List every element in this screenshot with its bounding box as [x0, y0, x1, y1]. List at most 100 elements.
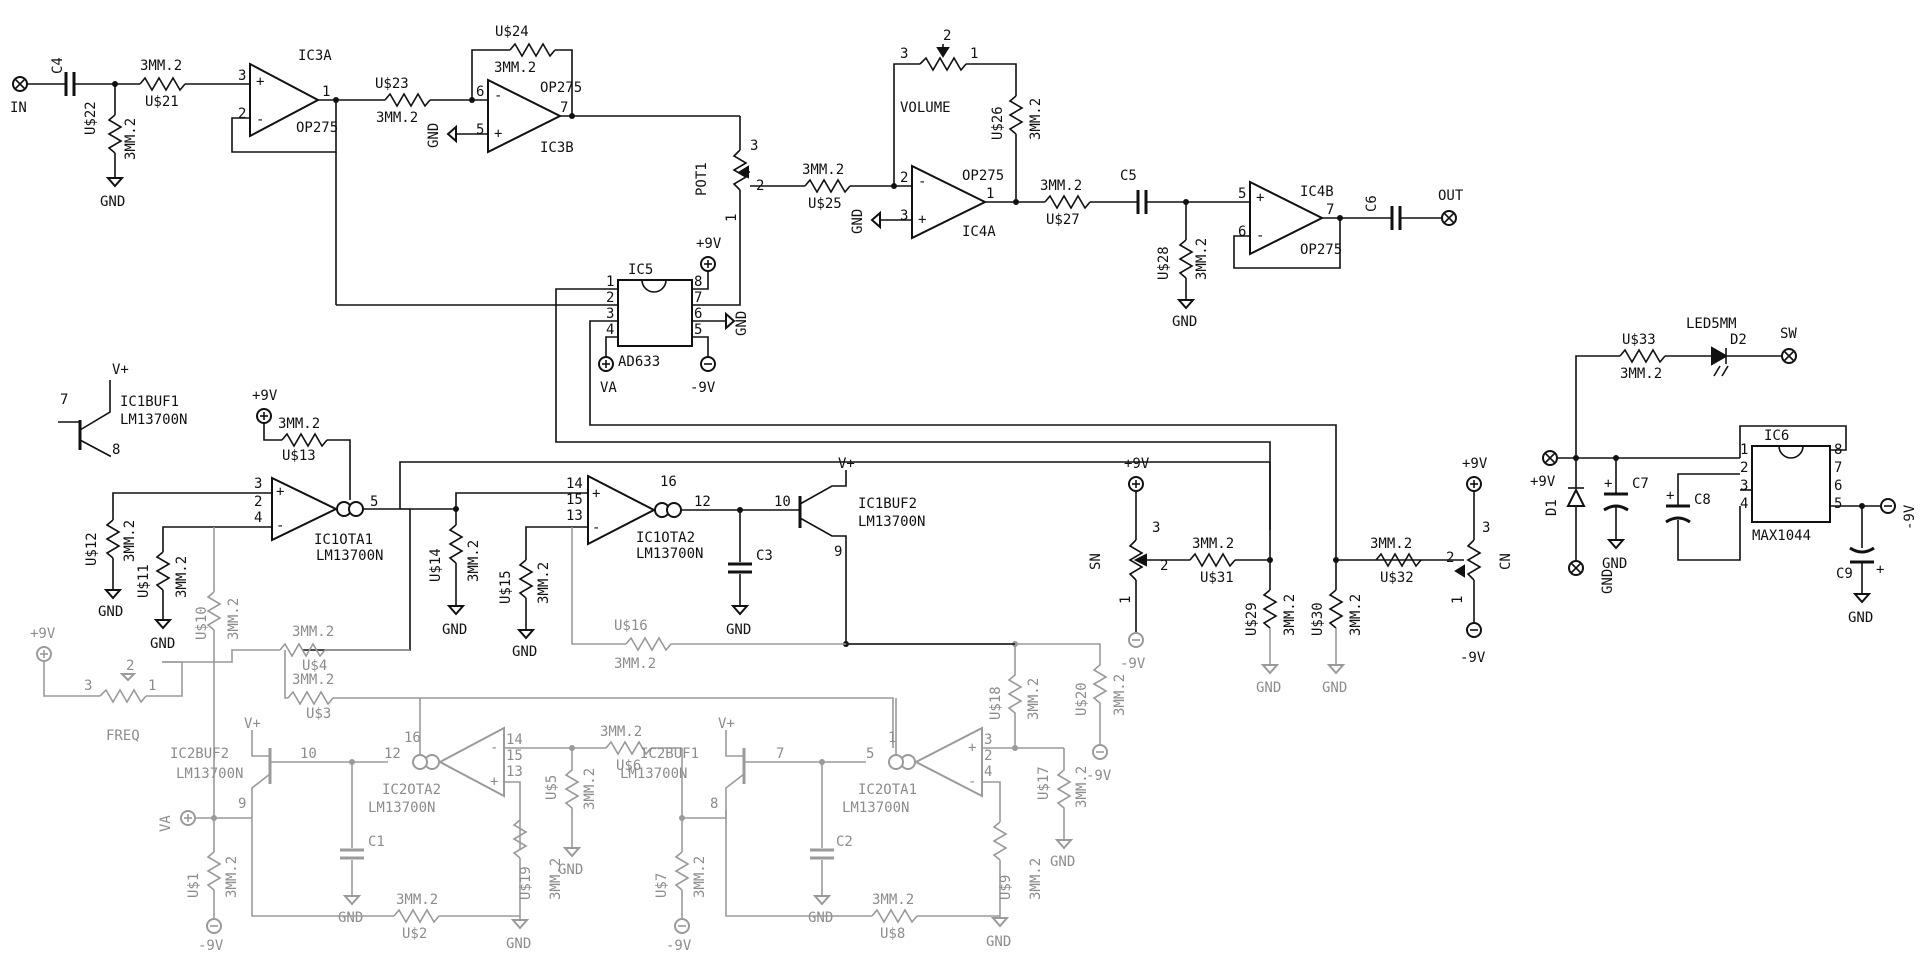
- svg-text:7: 7: [776, 746, 784, 762]
- gnd-symbol: [105, 177, 125, 188]
- svg-text:-9V: -9V: [1086, 768, 1112, 784]
- svg-text:+: +: [1876, 562, 1884, 578]
- ic2ota2-type: LM13700N: [368, 800, 435, 816]
- svg-text:4: 4: [606, 322, 614, 338]
- u31-value: 3MM.2: [1192, 536, 1234, 552]
- ic1buf1-type: LM13700N: [120, 412, 187, 428]
- pot-freq[interactable]: [99, 673, 147, 704]
- svg-text:4: 4: [1740, 496, 1748, 512]
- resistor-u30: [1328, 589, 1344, 629]
- svg-text:13: 13: [566, 508, 583, 524]
- svg-text:GND: GND: [150, 636, 175, 652]
- svg-text:+: +: [256, 74, 264, 90]
- svg-text:-: -: [592, 520, 600, 536]
- svg-text:1: 1: [148, 678, 156, 694]
- svg-text:-: -: [968, 774, 976, 790]
- cn-label: CN: [1498, 553, 1514, 570]
- resistor-u25: [804, 178, 851, 194]
- pot-cn[interactable]: [1454, 491, 1482, 622]
- svg-text:16: 16: [660, 474, 677, 490]
- svg-text:GND: GND: [986, 934, 1011, 950]
- svg-text:7: 7: [560, 100, 568, 116]
- svg-text:5: 5: [866, 746, 874, 762]
- resistor-u27: [1044, 194, 1091, 210]
- svg-text:-: -: [494, 88, 502, 104]
- svg-text:GND: GND: [1050, 854, 1075, 870]
- resistor-u10: [206, 591, 222, 631]
- u13-label: U$13: [282, 448, 316, 464]
- c9-label: C9: [1836, 566, 1853, 582]
- d1-label: D1: [1544, 499, 1560, 516]
- ic1ota1-label: IC1OTA1: [314, 532, 373, 548]
- svg-text:5: 5: [370, 494, 378, 510]
- sn-label: SN: [1088, 553, 1104, 570]
- capacitor-c8: [1665, 504, 1691, 524]
- resistor-u20: [1092, 664, 1108, 704]
- svg-text:GND: GND: [850, 209, 866, 234]
- c2-label: C2: [836, 834, 853, 850]
- u22-label: U$22: [83, 101, 99, 135]
- ic5-label: IC5: [628, 262, 653, 278]
- resistor-u23: [384, 92, 431, 108]
- svg-text:-: -: [256, 112, 264, 128]
- svg-text:3: 3: [1482, 520, 1490, 536]
- ic2ota1-label: IC2OTA1: [858, 782, 917, 798]
- c8-label: C8: [1694, 492, 1711, 508]
- transistor-ic2buf1: V+ 7 8 IC2BUF1 LM13700N: [620, 716, 784, 812]
- ic4a-label: IC4A: [962, 224, 996, 240]
- resistor-u5: [564, 748, 580, 848]
- svg-text:VA: VA: [158, 815, 174, 832]
- resistor-u32: [1375, 552, 1422, 568]
- u29-label: U$29: [1244, 602, 1260, 636]
- ic1buf1-label: IC1BUF1: [120, 394, 179, 410]
- svg-text:6: 6: [694, 306, 702, 322]
- u19-value: 3MM.2: [548, 858, 564, 900]
- ic1buf2-type: LM13700N: [858, 514, 925, 530]
- in-connector[interactable]: [12, 76, 28, 92]
- c7-label: C7: [1632, 476, 1649, 492]
- pot-pot1[interactable]: [732, 116, 750, 300]
- sw-connector[interactable]: [1781, 348, 1797, 364]
- pot-volume[interactable]: [919, 44, 967, 72]
- svg-text:-9V: -9V: [666, 938, 692, 954]
- led-type: LED5MM: [1686, 316, 1737, 332]
- ic4a-type: OP275: [962, 168, 1004, 184]
- svg-text:+: +: [968, 740, 976, 756]
- u10-label: U$10: [194, 606, 210, 640]
- resistor-u4: [279, 642, 326, 658]
- out-connector[interactable]: [1441, 210, 1457, 226]
- svg-text:1: 1: [606, 274, 614, 290]
- svg-text:+: +: [276, 484, 284, 500]
- svg-text:GND: GND: [726, 622, 751, 638]
- u12-value: 3MM.2: [122, 520, 138, 562]
- svg-text:3: 3: [606, 306, 614, 322]
- svg-text:+9V: +9V: [1462, 456, 1488, 472]
- svg-text:5: 5: [1834, 496, 1842, 512]
- u3-label: U$3: [306, 706, 331, 722]
- ic2buf2-type: LM13700N: [176, 766, 243, 782]
- resistor-u33: [1619, 348, 1666, 364]
- u6-label: U$6: [616, 758, 641, 774]
- u10-value: 3MM.2: [226, 598, 242, 640]
- u16-value: 3MM.2: [614, 656, 656, 672]
- resistor-u17: [1056, 748, 1072, 840]
- u33-value: 3MM.2: [1620, 366, 1662, 382]
- svg-text:GND: GND: [442, 622, 467, 638]
- svg-text:15: 15: [566, 492, 583, 508]
- svg-text:6: 6: [1238, 224, 1246, 240]
- svg-text:5: 5: [476, 122, 484, 138]
- gnd-connector[interactable]: [1568, 560, 1584, 576]
- u14-value: 3MM.2: [466, 540, 482, 582]
- svg-text:2: 2: [900, 170, 908, 186]
- svg-text:GND: GND: [506, 936, 531, 952]
- u1-value: 3MM.2: [224, 856, 240, 898]
- pos9v-connector[interactable]: [1542, 450, 1558, 466]
- svg-text:2: 2: [606, 290, 614, 306]
- svg-text:GND: GND: [808, 910, 833, 926]
- u15-label: U$15: [498, 570, 514, 604]
- svg-text:GND: GND: [1322, 680, 1347, 696]
- resistor-u22: [107, 114, 123, 154]
- svg-text:+9V: +9V: [696, 236, 722, 252]
- svg-text:4: 4: [254, 510, 262, 526]
- ota-ic2ota1: + - 3 2 4 1 5 IC2OTA1 LM13700N: [842, 726, 992, 816]
